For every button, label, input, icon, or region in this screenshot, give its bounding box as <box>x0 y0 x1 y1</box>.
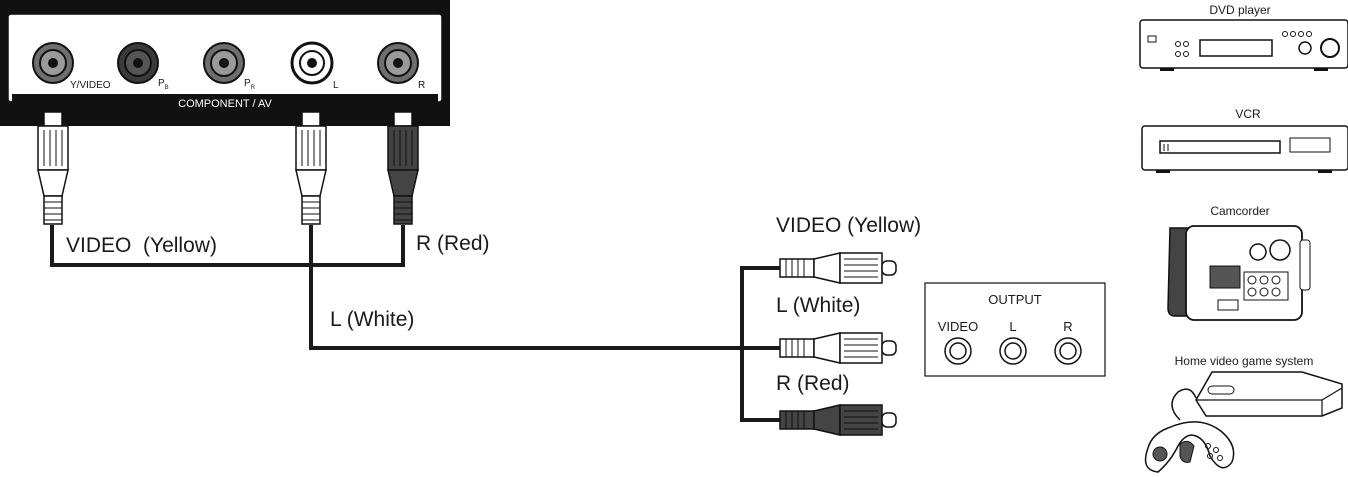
output-label-video: VIDEO <box>938 319 978 334</box>
plug-red-right <box>779 404 897 436</box>
label-white-left: L (White) <box>330 308 414 331</box>
plug-white-left <box>295 111 327 225</box>
output-title: OUTPUT <box>988 292 1042 307</box>
output-box: OUTPUT VIDEO L R <box>924 282 1106 377</box>
camcorder-icon <box>1167 225 1311 321</box>
dvd-player-icon <box>1139 19 1348 71</box>
label-video-right: VIDEO (Yellow) <box>776 214 921 237</box>
plug-video-right <box>779 252 897 284</box>
vcr-icon <box>1141 125 1348 173</box>
cable-video <box>50 225 405 267</box>
device-label-dvd: DVD player <box>1209 3 1270 17</box>
plug-red-left <box>387 111 419 225</box>
tv-av-panel: COMPONENT / AV Y/VIDEO PB PR L <box>0 0 450 126</box>
plug-white-right <box>779 332 897 364</box>
jack-label-pb: PB <box>158 78 169 91</box>
label-video-left: VIDEO (Yellow) <box>66 234 217 257</box>
device-label-game-system: Home video game system <box>1175 354 1314 368</box>
jack-y-video[interactable] <box>32 42 74 84</box>
jack-label-y-video: Y/VIDEO <box>70 80 111 91</box>
jack-label-pr: PR <box>244 78 256 91</box>
jack-pb[interactable] <box>117 42 159 84</box>
output-label-l: L <box>1009 319 1016 334</box>
output-jack-r[interactable] <box>1054 337 1082 365</box>
device-label-camcorder: Camcorder <box>1210 204 1269 218</box>
output-label-r: R <box>1063 319 1072 334</box>
label-red-left: R (Red) <box>416 232 490 255</box>
jack-label-r: R <box>418 80 425 91</box>
plug-video-left <box>37 111 69 225</box>
component-av-label: COMPONENT / AV <box>178 98 272 110</box>
output-jack-video[interactable] <box>944 337 972 365</box>
jack-label-l: L <box>333 80 339 91</box>
jack-r[interactable] <box>377 42 419 84</box>
jack-pr[interactable] <box>203 42 245 84</box>
jack-l[interactable] <box>290 41 334 85</box>
output-jack-l[interactable] <box>999 337 1027 365</box>
cable-white <box>309 225 780 422</box>
game-console-icon <box>1144 371 1343 473</box>
label-red-right: R (Red) <box>776 372 850 395</box>
label-white-right: L (White) <box>776 294 860 317</box>
device-label-vcr: VCR <box>1235 107 1261 121</box>
